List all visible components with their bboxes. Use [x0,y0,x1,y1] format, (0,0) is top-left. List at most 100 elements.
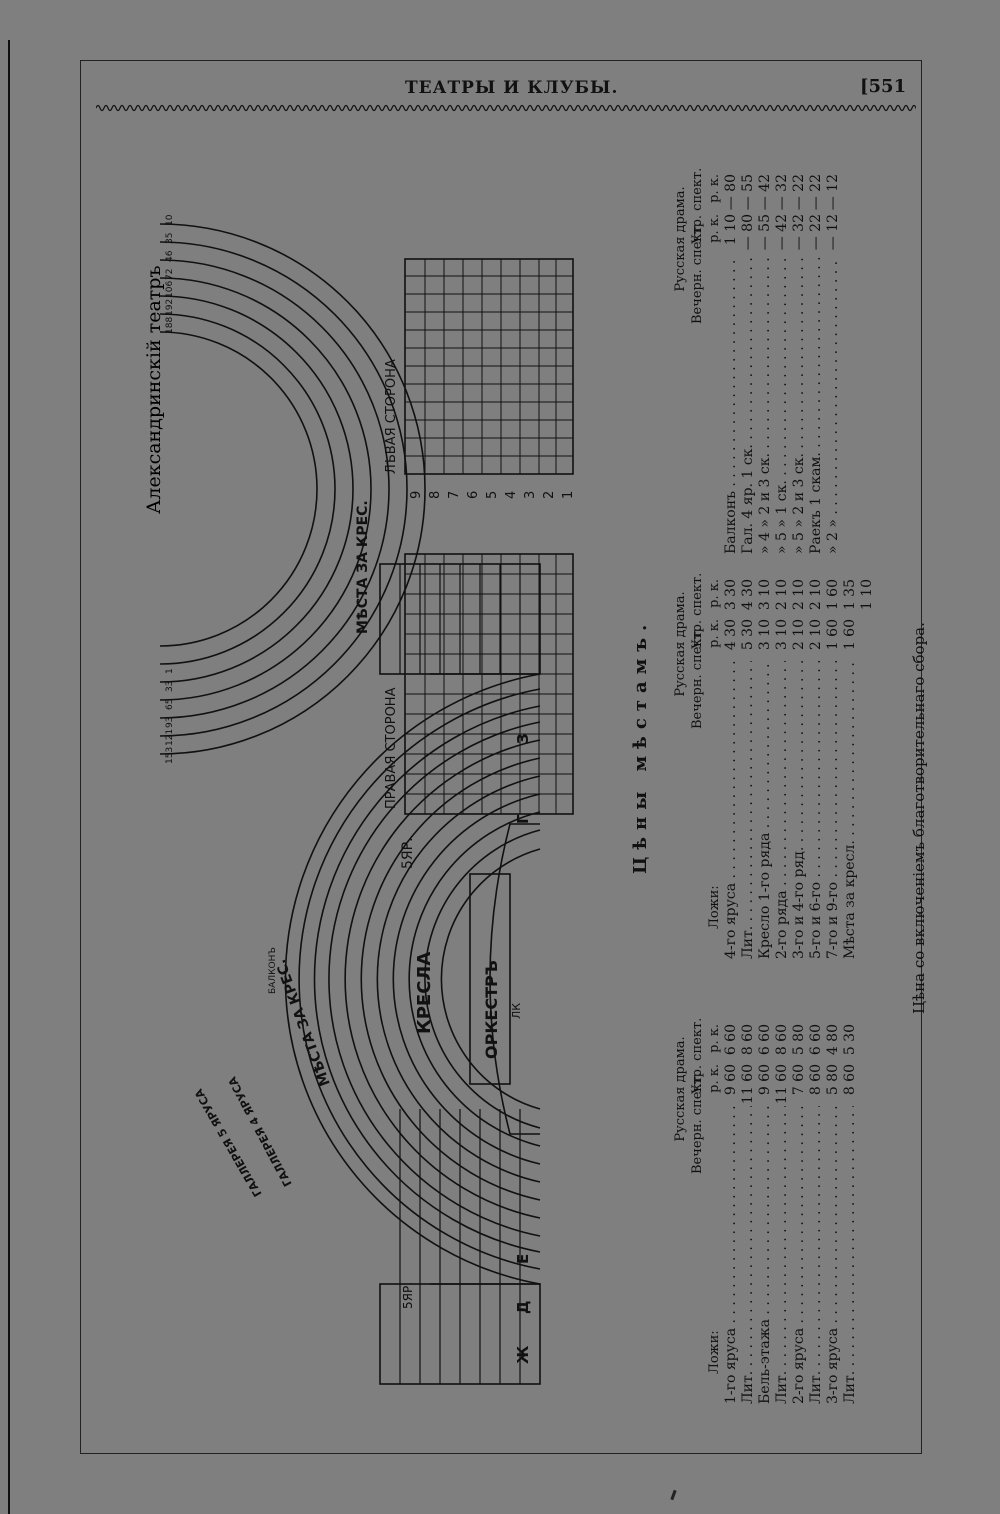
price-matinee: 1 10 [859,579,875,611]
price-row: Кресло 1-го ряда3 103 10 [757,579,774,959]
price-matinee: — 22 [791,174,807,211]
armchairs-label: КРЕСЛА [414,952,435,1034]
arc-seat-number: 46 [165,250,175,262]
price-row-label: » 5 » 2 и 3 ск. [791,256,808,554]
box-letter: З [514,733,532,744]
orchestra-label: ОРКЕСТРЪ [482,960,501,1059]
col-matinee: Утр. спект. [690,1017,705,1094]
arc-seat-number: 72 [165,269,175,280]
box-letter: Е [514,1254,532,1264]
price-evening: 4 30 [723,619,739,651]
running-header: ТЕАТРЫ И КЛУБЫ. [405,78,619,98]
right-side-label: ПРАВАЯ СТОРОНА [384,687,399,809]
price-row: 1 10 [859,579,876,959]
gallery-4-label: ГАЛЛЕРЕЯ 4 ЯРУСА [226,1074,295,1188]
drama-label: Русская драма. [673,591,688,697]
price-row-label: » 2 » [825,256,842,554]
price-matinee: 2 10 [808,579,824,611]
price-evening: 9 60 [757,1064,773,1096]
price-matinee: — 32 [774,174,790,211]
price-matinee: 2 10 [791,579,807,611]
price-row-label: 1-го яруса [723,1106,740,1404]
price-matinee: 1 60 [825,579,841,611]
price-row-label: 3-го яруса [825,1106,842,1404]
price-evening: 9 60 [723,1064,739,1096]
price-matinee: 6 60 [808,1024,824,1056]
row-number: 8 [428,491,443,499]
arc-seat-number: 106 [165,281,175,298]
price-matinee: — 42 [757,174,773,211]
price-row-label: » 4 » 2 и 3 ск. [757,256,774,554]
price-evening: — 12 [825,214,841,251]
price-matinee: — 80 [723,174,739,211]
price-matinee: 5 80 [791,1024,807,1056]
price-row-label: 4-го яруса [723,661,740,959]
units-eve: р. к. [707,1064,722,1093]
col-matinee: Утр. спект. [690,167,705,244]
price-matinee: — 55 [740,174,756,211]
col-matinee: Утр. спект. [690,572,705,649]
page-frame [80,60,922,1454]
price-matinee: 6 60 [757,1024,773,1056]
arc-seat-number: 35 [165,233,175,244]
price-row-label: Кресло 1-го ряда [757,661,774,959]
price-row-label: 5-го и 6-го [808,661,825,959]
prices-title: Цѣны мѣстамъ. [630,617,651,874]
price-evening: 1 60 [825,619,841,651]
gallery-4-arc [313,705,541,1253]
price-matinee: — 12 [825,174,841,211]
price-row: 5-го и 6-го2 102 10 [808,579,825,959]
row-number: 7 [447,491,462,499]
price-row-label: 7-го и 9-го [825,661,842,959]
price-row: 7-го и 9-го 1 60 1 60 [825,579,842,959]
price-row-label: Лит. [740,661,757,959]
arc-seat-number: 65 [165,699,175,710]
price-matinee: 2 10 [774,579,790,611]
boxes-head: Ложи: [707,885,722,929]
page-number: [551 [860,76,907,97]
price-evening: 3 10 [774,619,790,651]
price-row: 4-го яруса 4 30 3 30 [723,579,740,959]
price-row-label: Раекъ 1 скам. [808,256,825,554]
price-evening: 5 80 [825,1064,841,1096]
left-side-label: ЛѢВАЯ СТОРОНА [384,359,399,474]
units-mat: р. к. [707,579,722,608]
row-number: 3 [523,491,538,499]
header-wavy-rule [96,104,916,112]
col-evening: Вечерн. спект. [690,1072,705,1174]
price-matinee: 8 60 [774,1024,790,1056]
units-eve: р. к. [707,619,722,648]
price-table-balcony: Русская драма. Вечерн. спект.Утр. спект.… [672,167,842,554]
row-number: 6 [466,491,481,499]
box-letter: Г [514,814,532,824]
boxes-head: Ложи: [707,1330,722,1374]
price-row: 2-го ряда3 102 10 [774,579,791,959]
price-evening: — 42 [774,214,790,251]
price-row: Лит.11 608 60 [740,1024,757,1404]
price-matinee: 3 30 [723,579,739,611]
price-matinee: 1 35 [842,579,858,611]
row-number: 5 [485,491,500,499]
units-mat: р. к. [707,1024,722,1053]
price-matinee: 4 30 [740,579,756,611]
row-number: 1 [561,491,576,499]
price-row: Бель-этажа9 606 60 [757,1024,774,1404]
price-row: 1-го яруса9 606 60 [723,1024,740,1404]
price-row-label: » 5 » 1 ск. [774,256,791,554]
spacer [859,619,876,959]
price-row-label: Лит. [842,1106,859,1404]
price-row: Лит.5 304 30 [740,579,757,959]
col-evening: Вечерн. спект. [690,627,705,729]
price-matinee: 3 10 [757,579,773,611]
chairs-arc-label: МѢСТА ЗА КРЕС. [273,957,334,1088]
price-row: Лит.11 608 60 [774,1024,791,1404]
price-evening: 7 60 [791,1064,807,1096]
price-row: » 5 » 2 и 3 ск.— 32— 22 [791,174,808,554]
price-evening: 11 60 [774,1064,790,1105]
price-row: Раекъ 1 скам.— 22— 22 [808,174,825,554]
yar5-bottom-label: 5ЯР. [401,1282,415,1309]
price-row: 3-го яруса5 804 80 [825,1024,842,1404]
arc-seat-number: 192 [165,299,175,316]
row-number: 9 [409,491,424,499]
